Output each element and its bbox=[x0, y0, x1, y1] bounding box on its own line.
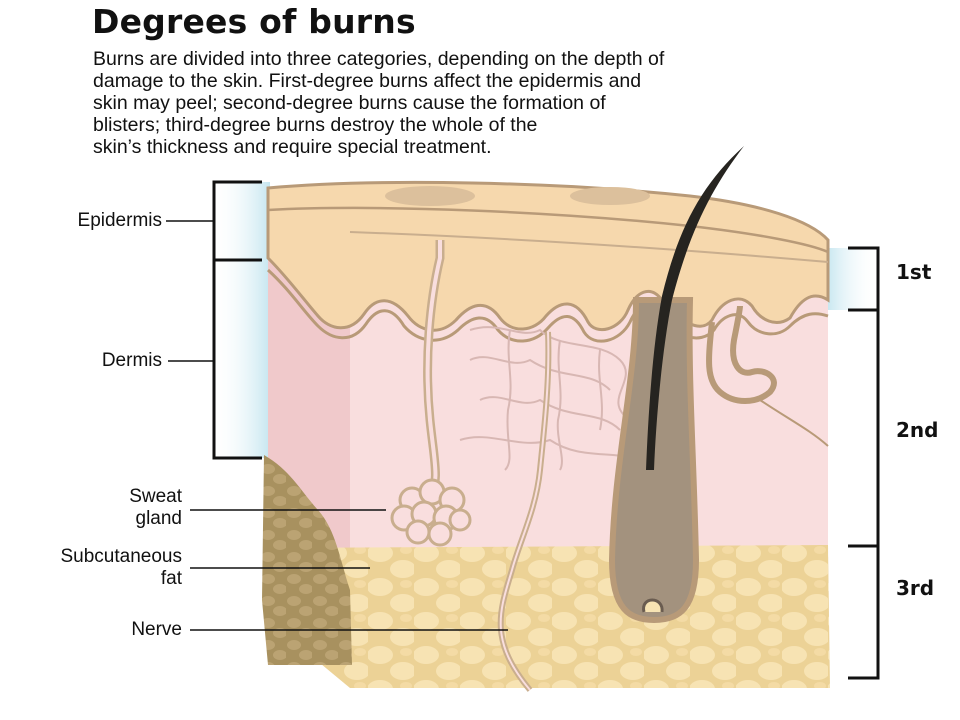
burned-side bbox=[262, 455, 352, 665]
label-sweat-gland: Sweat gland bbox=[129, 486, 182, 530]
label-subcutaneous-line1: Subcutaneous bbox=[60, 546, 183, 567]
sweat-gland-coil bbox=[390, 478, 472, 547]
label-subcutaneous-line2: fat bbox=[160, 568, 182, 589]
hair-papilla bbox=[642, 598, 664, 613]
label-subcutaneous-fat: Subcutaneous fat bbox=[61, 546, 183, 590]
description-line: Burns are divided into three categories,… bbox=[93, 48, 665, 70]
description-line: blisters; third-degree burns destroy the… bbox=[93, 114, 538, 136]
page-title: Degrees of burns bbox=[92, 2, 416, 41]
left-bracket bbox=[212, 180, 262, 460]
description-line: skin’s thickness and require special tre… bbox=[93, 136, 492, 158]
label-epidermis: Epidermis bbox=[77, 210, 162, 231]
degree-third: 3rd bbox=[896, 576, 935, 600]
surface-line-2 bbox=[349, 231, 829, 263]
sweat-duct bbox=[425, 240, 442, 501]
label-dermis: Dermis bbox=[101, 350, 162, 371]
description: Burns are divided into three categories,… bbox=[93, 48, 923, 158]
description-line: damage to the skin. First-degree burns a… bbox=[93, 70, 642, 92]
degree-second: 2nd bbox=[896, 418, 939, 442]
label-sweat-gland-line1: Sweat bbox=[129, 486, 182, 507]
surface-line bbox=[267, 206, 829, 254]
left-bracket-glow bbox=[212, 182, 270, 458]
fat-layer bbox=[268, 545, 830, 688]
degree-first: 1st bbox=[896, 260, 932, 284]
surface-burn-spot bbox=[570, 187, 650, 205]
leader-lines bbox=[166, 220, 508, 631]
nerve-path bbox=[499, 331, 550, 691]
surface-burn-spot bbox=[385, 186, 475, 206]
right-bracket bbox=[848, 246, 880, 680]
description-line: skin may peel; second-degree burns cause… bbox=[93, 92, 606, 114]
right-bracket-glow bbox=[826, 248, 878, 310]
label-nerve: Nerve bbox=[131, 619, 182, 640]
label-sweat-gland-line2: gland bbox=[135, 508, 183, 529]
hair-shaft bbox=[646, 146, 744, 470]
minor-follicle bbox=[706, 305, 777, 404]
epidermis-top bbox=[266, 180, 830, 332]
dermal-network bbox=[459, 326, 641, 471]
dermis-fold bbox=[759, 399, 829, 447]
